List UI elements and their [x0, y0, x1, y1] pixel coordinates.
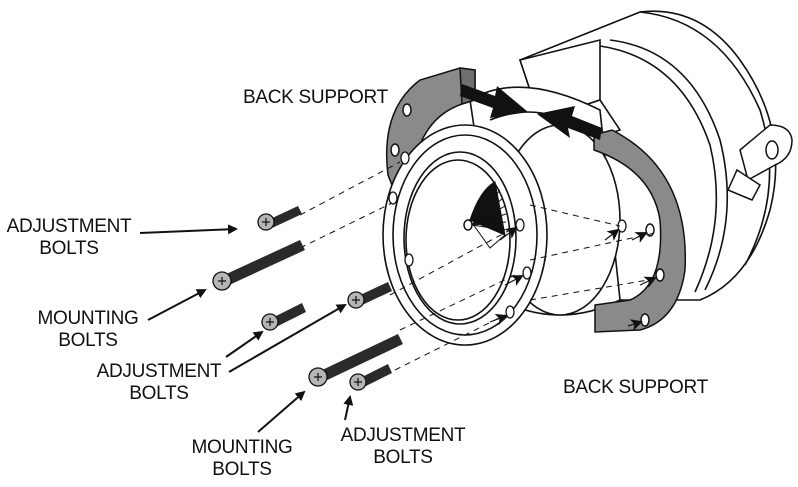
- leader-adjustment-1: [139, 224, 238, 235]
- label-line2: BOLTS: [373, 447, 433, 468]
- label-line1: MOUNTING: [191, 437, 293, 458]
- label-line1: ADJUSTMENT: [96, 361, 222, 382]
- label-line1: ADJUSTMENT: [340, 425, 466, 446]
- alignment-lines: [299, 161, 661, 371]
- leader-adjustment-2a: [225, 330, 264, 358]
- support-direction-arrows: [460, 84, 602, 140]
- side-fitting: [726, 124, 793, 201]
- label-mounting-bolts-1: MOUNTING BOLTS: [35, 308, 141, 352]
- label-line1: ADJUSTMENT: [6, 216, 132, 237]
- bolt-adjustment-2: [261, 303, 306, 331]
- bolt-adjustment-1: [257, 206, 302, 231]
- label-back-support-bottom: BACK SUPPORT: [563, 377, 708, 398]
- flange-holes: [388, 151, 627, 319]
- leader-arrows: [139, 224, 354, 433]
- bolt-adjustment-4: [349, 364, 392, 391]
- bolt-mounting-1: [212, 240, 305, 291]
- label-line2: BOLTS: [129, 383, 189, 404]
- leader-mounting-2: [257, 390, 306, 433]
- label-adjustment-bolts-2: ADJUSTMENT BOLTS: [95, 361, 223, 405]
- bolt-adjustment-3: [347, 282, 392, 309]
- label-line2: BOLTS: [39, 238, 99, 259]
- label-line2: BOLTS: [58, 330, 118, 351]
- leader-adjustment-3: [343, 395, 354, 421]
- label-adjustment-bolts-3: ADJUSTMENT BOLTS: [339, 425, 467, 469]
- label-back-support-top: BACK SUPPORT: [243, 87, 388, 108]
- label-line1: MOUNTING: [37, 308, 139, 329]
- leader-adjustment-2b: [228, 303, 347, 373]
- hole-arrows: [489, 226, 657, 331]
- label-mounting-bolts-2: MOUNTING BOLTS: [189, 437, 295, 481]
- bolt-mounting-2: [308, 334, 403, 387]
- leader-mounting-1: [147, 289, 207, 321]
- label-line2: BOLTS: [212, 459, 272, 480]
- spline-gear: [463, 181, 507, 249]
- label-adjustment-bolts-1: ADJUSTMENT BOLTS: [5, 216, 133, 260]
